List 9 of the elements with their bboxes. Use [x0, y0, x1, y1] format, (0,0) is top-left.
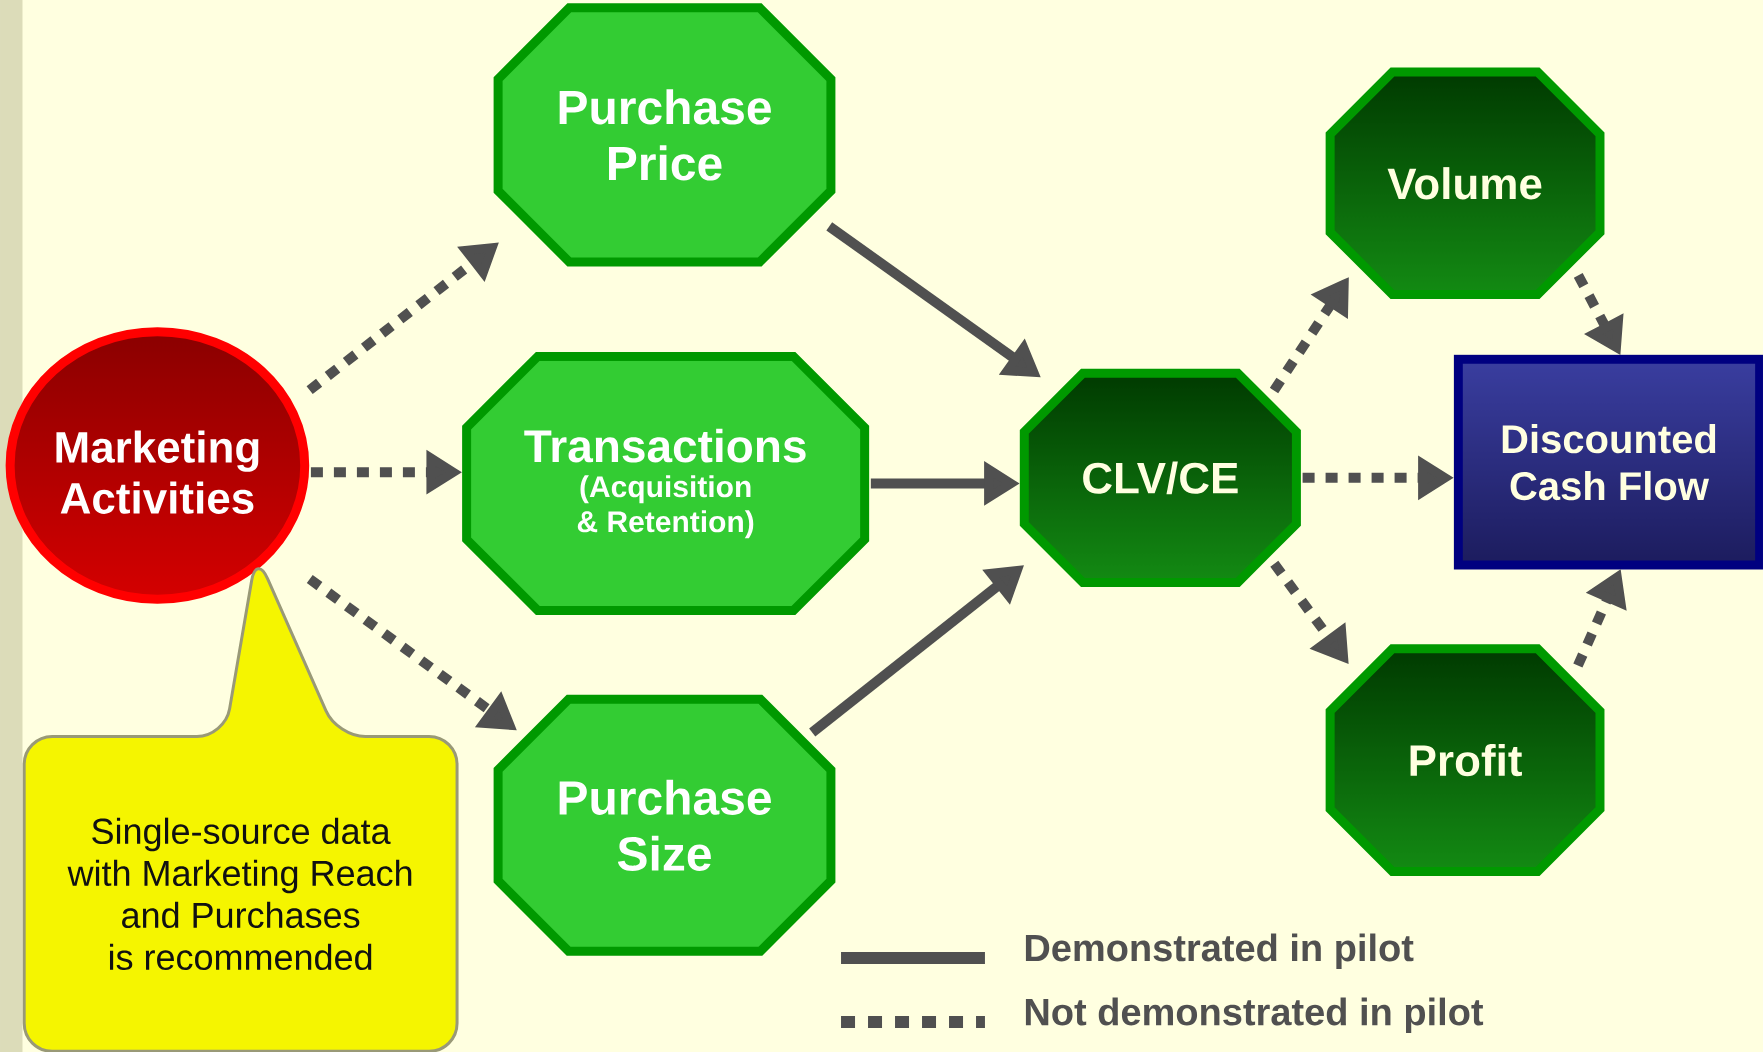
octagon-box: Transactions (Acquisition & Retention): [462, 351, 870, 615]
octagon-box: Purchase Price: [493, 3, 836, 267]
legend-label: Demonstrated in pilot: [1025, 933, 1414, 969]
callout-box: Single-source data with Marketing Reach and Purchases is recommended: [22, 567, 459, 1052]
process-box: Discounted Cash Flow: [1453, 354, 1763, 570]
octagon-box: Purchase Size: [493, 694, 836, 956]
legend-label: Not demonstrated in pilot: [1025, 997, 1484, 1033]
octagon-box: Volume: [1325, 67, 1605, 299]
octagon-box: CLV/CE: [1019, 368, 1301, 587]
